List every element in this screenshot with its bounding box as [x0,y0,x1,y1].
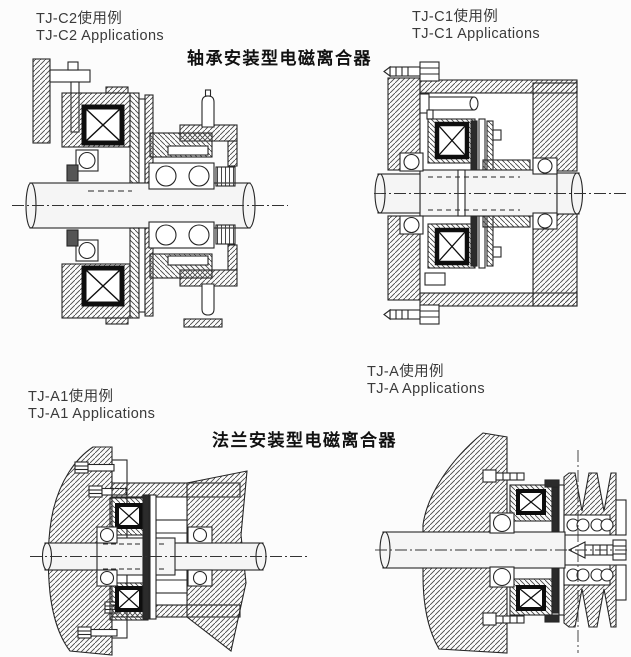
section-title-flange-type: 法兰安装型电磁离合器 [212,431,397,450]
coil-lower [115,586,143,612]
figure-label-tj-a: TJ-A使用例 TJ-A Applications [367,364,485,398]
seal-lower [66,229,79,247]
ball-bearings-left [489,512,515,588]
coil-upper [81,104,125,146]
figure-label-tj-c1: TJ-C1使用例 TJ-C1 Applications [412,9,540,43]
ball-bearings-main-lower [148,221,215,249]
figure-label-tj-a-zh: TJ-A使用例 [367,364,444,380]
section-title-bearing-type: 轴承安装型电磁离合器 [187,49,372,68]
figure-label-tj-c2-en: TJ-C2 Applications [36,28,165,44]
seal-upper [66,164,79,182]
ball-bearings [399,152,558,235]
pulley-hub-bearings [563,514,614,586]
coil-lower [516,585,546,611]
bolt-bottom [383,304,440,325]
drawing-tj-c1-clutch-cross-section [374,61,627,325]
ball-bearings [96,526,213,587]
shaft [379,531,566,569]
lock-nut-upper [215,166,236,187]
lock-nut-lower [215,224,236,245]
rotor-upper [149,132,213,158]
ball-bearing-small-upper [75,149,99,172]
figure-label-tj-a1-zh: TJ-A1使用例 [28,389,114,405]
terminal-pin [419,93,479,120]
coil-upper [434,121,470,160]
wall-bolts [482,469,525,626]
armature-plates-upper [470,118,531,173]
coil-lower [434,227,470,266]
figure-label-tj-a-en: TJ-A Applications [367,381,486,397]
figure-label-tj-c1-en: TJ-C1 Applications [412,26,541,42]
bolt-top [383,61,440,82]
figure-label-tj-c1-zh: TJ-C1使用例 [412,9,499,25]
drawing-tj-a1-clutch-cross-section [30,446,310,656]
rotor-lower [149,253,213,279]
figure-label-tj-c2: TJ-C2使用例 TJ-C2 Applications [36,11,164,45]
coil-upper [115,503,143,529]
shaft [374,169,584,217]
armature-disc [142,494,157,620]
drawing-tj-a-clutch-with-pulley [375,432,627,654]
figure-label-tj-a1-en: TJ-A1 Applications [28,406,156,422]
figure-label-tj-a1: TJ-A1使用例 TJ-A1 Applications [28,389,155,423]
ball-bearings-main-upper [148,162,215,190]
coil-lower [81,265,125,307]
drawing-tj-c2-clutch-cross-section [12,58,288,328]
coil-upper [516,489,546,515]
figure-label-tj-c2-zh: TJ-C2使用例 [36,11,123,27]
ball-bearing-small-lower [75,239,99,262]
